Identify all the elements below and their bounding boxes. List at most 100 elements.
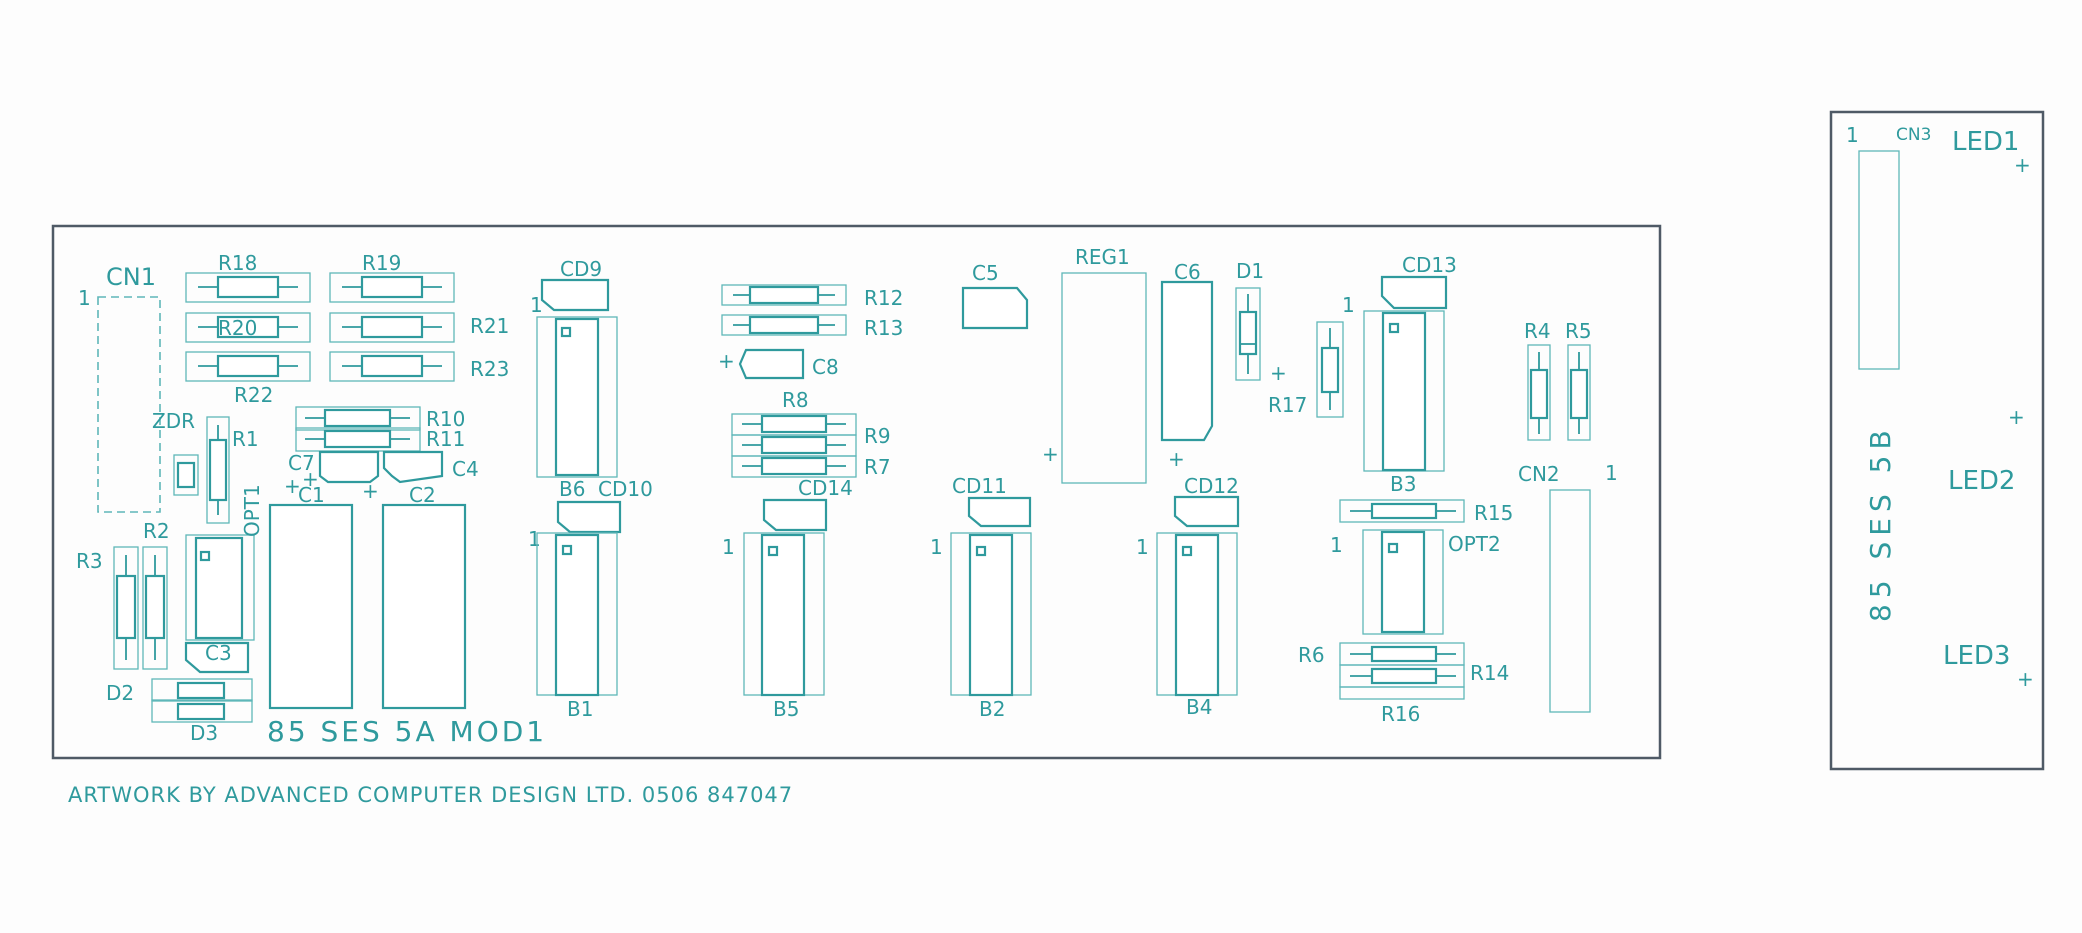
chip-b4: CD12 1 B4 — [1136, 474, 1240, 719]
r7-label: R7 — [864, 455, 891, 479]
r12-label: R12 — [864, 286, 903, 310]
r1-label: R1 — [232, 427, 259, 451]
c6-label: C6 — [1174, 260, 1201, 284]
resistor-r23: R23 — [329, 351, 509, 382]
resistor-r9: R9 — [731, 424, 891, 457]
chip-b2: CD11 1 B2 — [930, 474, 1032, 721]
c5-label: C5 — [972, 261, 999, 285]
resistor-r13: R13 — [721, 314, 903, 340]
connector-cn3: 1 CN3 — [1846, 123, 1931, 370]
resistor-r18: R18 — [185, 251, 311, 303]
r2-label: R2 — [143, 519, 170, 543]
resistor-r12: R12 — [721, 284, 903, 310]
optocoupler-opt2: 1 OPT2 — [1330, 529, 1501, 635]
opt2-label: OPT2 — [1448, 532, 1501, 556]
r17-label: R17 — [1268, 393, 1307, 417]
r20-label: R20 — [218, 316, 257, 340]
resistor-r17: R17 — [1268, 321, 1344, 418]
resistor-r1: R1 — [206, 416, 259, 524]
r13-label: R13 — [864, 316, 903, 340]
resistor-r15: R15 — [1339, 499, 1513, 525]
r5-label: R5 — [1565, 319, 1592, 343]
c8-label: C8 — [812, 355, 839, 379]
resistor-r19: R19 — [329, 251, 455, 303]
r19-label: R19 — [362, 251, 401, 275]
capacitor-c5: C5 — [961, 261, 1029, 330]
resistor-r22: R22 — [185, 351, 311, 407]
connector-cn1: CN1 1 — [78, 263, 161, 513]
zdr-label: ZDR — [152, 409, 195, 433]
r9-label: R9 — [864, 424, 891, 448]
b4-pin: 1 — [1136, 535, 1149, 559]
c4-label: C4 — [452, 457, 479, 481]
b1-label: B1 — [567, 697, 593, 721]
cd9-label: CD9 — [560, 257, 602, 281]
cd12-label: CD12 — [1184, 474, 1239, 498]
led3-plus: + — [2017, 667, 2034, 691]
capacitor-c8: + C8 — [718, 348, 839, 380]
b3-pin: 1 — [1342, 293, 1355, 317]
c1-label: C1 — [298, 483, 325, 507]
cn3-label: CN3 — [1896, 125, 1931, 145]
resistor-r6: R6 — [1298, 642, 1465, 667]
c7-plus: + — [302, 467, 319, 491]
reg1-label: REG1 — [1075, 245, 1130, 269]
c2-label: C2 — [409, 483, 436, 507]
r22-label: R22 — [234, 383, 273, 407]
resistor-r8: R8 — [731, 388, 857, 436]
r15-label: R15 — [1474, 501, 1513, 525]
cn1-label: CN1 — [106, 263, 156, 291]
resistor-r7: R7 — [731, 455, 891, 479]
zener-zdr: ZDR — [152, 409, 199, 496]
r10-label: R10 — [426, 407, 465, 431]
artwork-credit: ARTWORK BY ADVANCED COMPUTER DESIGN LTD.… — [68, 783, 793, 807]
r16-label: R16 — [1381, 702, 1420, 726]
resistor-r20: R20 — [185, 312, 311, 343]
side-board-label: 85 SES 5B — [1864, 424, 1897, 622]
resistor-r16: R16 — [1339, 686, 1465, 726]
capacitor-c4: C4 — [382, 450, 479, 484]
c2-plus: + — [362, 479, 379, 503]
resistor-r3: R3 — [76, 546, 139, 670]
d1-plus: + — [1270, 361, 1287, 385]
b3-label: B3 — [1390, 472, 1416, 496]
b2-label: B2 — [979, 697, 1005, 721]
r21-label: R21 — [470, 314, 509, 338]
diode-d1: D1 + — [1235, 259, 1287, 385]
b5-label: B5 — [773, 697, 799, 721]
resistor-r14: R14 — [1339, 661, 1509, 688]
d2-label: D2 — [106, 681, 134, 705]
r18-label: R18 — [218, 251, 257, 275]
resistor-r11: R11 — [295, 427, 465, 452]
led1-plus: + — [2014, 153, 2031, 177]
b4-label: B4 — [1186, 695, 1212, 719]
c6-plus: + — [1168, 447, 1185, 471]
r11-label: R11 — [426, 427, 465, 451]
led2-label: LED2 — [1948, 466, 2015, 496]
c1-plus: + — [284, 474, 301, 498]
cd14-label: CD14 — [798, 476, 853, 500]
led-led2: + LED2 — [1948, 405, 2025, 496]
reg1-plus: + — [1042, 442, 1059, 466]
led3-label: LED3 — [1943, 641, 2010, 671]
r8-label: R8 — [782, 388, 809, 412]
led1-label: LED1 — [1952, 127, 2019, 157]
b5-pin: 1 — [722, 535, 735, 559]
regulator-reg1: REG1 + — [1042, 245, 1147, 484]
resistor-r21: R21 — [329, 312, 509, 343]
b2-pin: 1 — [930, 535, 943, 559]
cd10-label: CD10 — [598, 477, 653, 501]
r3-label: R3 — [76, 549, 103, 573]
cn2-label: CN2 — [1518, 462, 1560, 486]
resistor-r10: R10 — [295, 406, 465, 431]
capacitor-c2: C2 + — [362, 479, 467, 710]
resistor-r5: R5 — [1565, 319, 1592, 441]
opt1-label: OPT1 — [240, 484, 264, 537]
capacitor-c7: C7 + — [288, 450, 380, 491]
resistor-r2: R2 — [142, 519, 170, 670]
cd9-pin: 1 — [530, 293, 543, 317]
chip-b5: CD14 1 B5 — [722, 476, 853, 721]
cn2-pin: 1 — [1605, 461, 1618, 485]
d3-label: D3 — [190, 721, 218, 745]
